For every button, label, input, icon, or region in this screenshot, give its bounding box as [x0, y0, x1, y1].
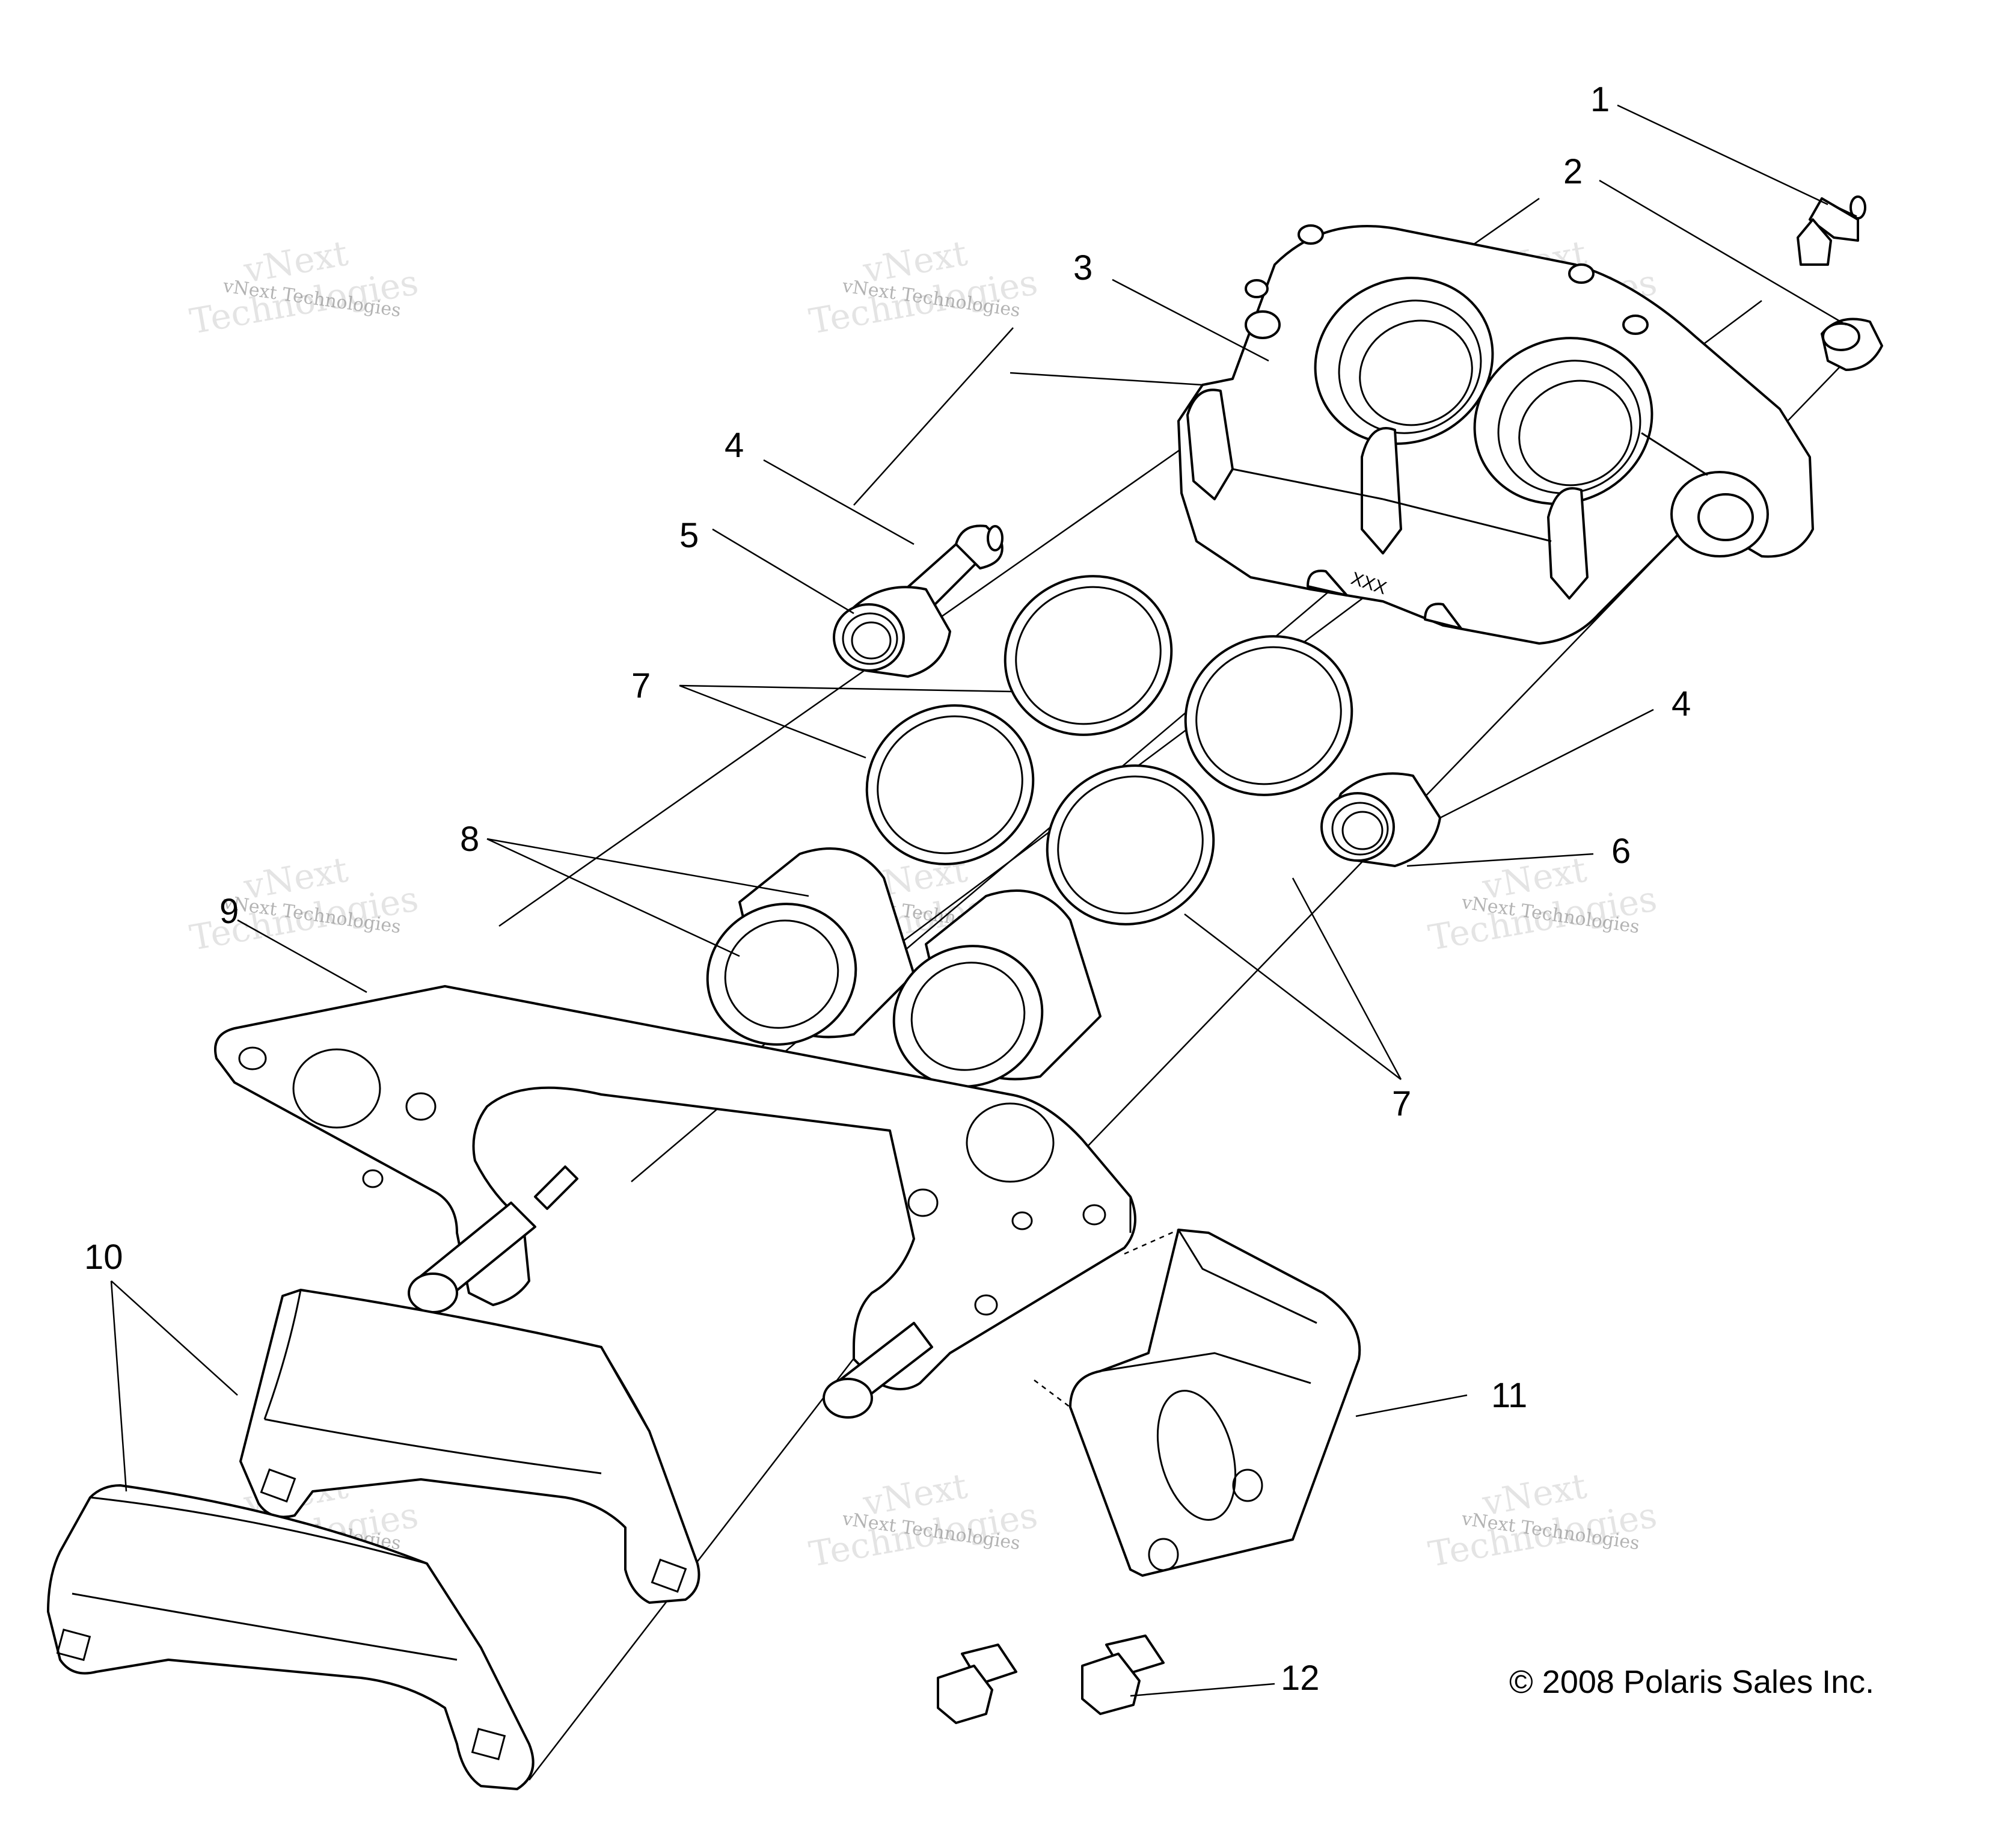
- callout-7-upper: 7: [631, 666, 651, 705]
- seal-ring-2: [1184, 635, 1353, 796]
- brake-pad-inner: [239, 1289, 700, 1604]
- bolt-left: [937, 1644, 1017, 1724]
- callout-8: 8: [460, 820, 479, 859]
- callout-6: 6: [1611, 832, 1631, 871]
- bleeder-cap: [1821, 318, 1883, 371]
- callout-3: 3: [1073, 248, 1092, 287]
- watermark-8: Technologies vNext vNext Technologies: [806, 1466, 1041, 1575]
- bolt-right: [1081, 1635, 1165, 1715]
- piston-left: [706, 847, 915, 1046]
- callout-4-right: 4: [1672, 684, 1691, 723]
- callout-11: 11: [1491, 1376, 1527, 1415]
- mounting-bracket: [214, 985, 1136, 1419]
- callout-5: 5: [679, 516, 699, 555]
- bleeder-screw: [1797, 195, 1866, 266]
- callout-1: 1: [1590, 80, 1610, 119]
- callout-10: 10: [84, 1238, 123, 1277]
- callout-4-left: 4: [725, 426, 744, 465]
- seal-ring-4: [1046, 764, 1215, 926]
- brake-pad-outer: [47, 1484, 535, 1790]
- leader-lines: [110, 104, 1846, 1697]
- watermark-2: Technologies vNext vNext Technologies: [806, 233, 1041, 342]
- copyright-notice: © 2008 Polaris Sales Inc.: [1509, 1664, 1874, 1700]
- pin-boot-right: [1320, 772, 1441, 867]
- caliper-body: XXX: [1177, 224, 1814, 645]
- callout-9: 9: [219, 892, 239, 931]
- pin-boot-left: [833, 586, 951, 678]
- watermark-1: Technologies vNext vNext Technologies: [187, 233, 421, 342]
- callout-2: 2: [1563, 152, 1583, 191]
- piston-right: [892, 889, 1102, 1088]
- seal-ring-3: [865, 704, 1035, 865]
- watermark-9: Technologies vNext vNext Technologies: [1426, 1466, 1660, 1575]
- callout-12: 12: [1281, 1659, 1320, 1698]
- retaining-plate: [1034, 1229, 1361, 1577]
- callout-7-lower: 7: [1392, 1084, 1411, 1123]
- callout-labels: 1 2 3 4 5 7 4 6 8 9 7 10 11 12: [84, 80, 1691, 1698]
